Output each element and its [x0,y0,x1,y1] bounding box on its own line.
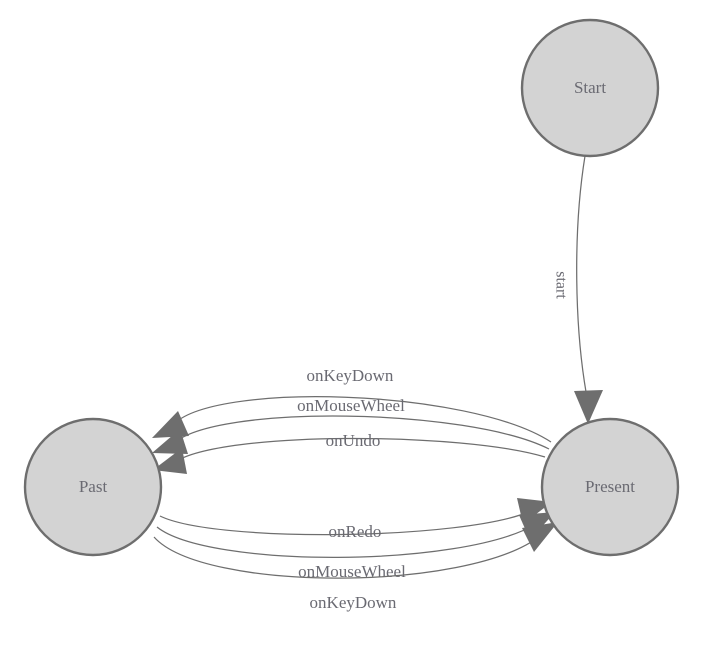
edge-label-past-to-present-onredo: onRedo [329,522,382,541]
edge-present-to-past-onundo-arrowhead [153,448,187,474]
edge-label-past-to-present-onkeydown: onKeyDown [310,593,397,612]
edge-past-to-present-onkeydown-path [153,535,541,579]
node-present[interactable]: Present [540,417,680,557]
node-start[interactable]: Start [520,18,660,158]
node-past-label: Past [79,477,108,496]
edge-present-to-past-onundo[interactable]: onUndo [153,431,546,474]
edge-label-present-to-past-onmousewheel: onMouseWheel [297,396,405,415]
node-present-label: Present [585,477,635,496]
edge-present-to-past-onkeydown-path [171,396,552,443]
edge-present-to-past-onmousewheel[interactable]: onMouseWheel [152,396,550,454]
edge-start-to-present-path [576,155,589,404]
node-present-circle [540,417,680,557]
edge-past-to-present-onredo-path [159,510,532,536]
node-start-label: Start [574,78,606,97]
edge-present-to-past-onmousewheel-arrowhead [152,429,188,454]
edge-past-to-present-onkeydown-arrowhead [522,522,558,552]
edge-label-start: start [552,271,569,299]
edge-label-present-to-past-onkeydown: onKeyDown [307,366,394,385]
edge-past-to-present-onredo[interactable]: onRedo [159,498,552,541]
node-start-circle [520,18,660,158]
edge-past-to-present-onmousewheel-path [156,523,537,558]
edge-label-past-to-present-onmousewheel: onMouseWheel [298,562,406,581]
node-past[interactable]: Past [23,417,163,557]
edge-label-present-to-past-onundo: onUndo [326,431,381,450]
node-past-circle [23,417,163,557]
edge-start-to-present-arrowhead [574,390,603,424]
edge-present-to-past-onkeydown-arrowhead [152,411,189,438]
edge-start-to-present[interactable]: start [552,155,603,424]
edge-present-to-past-onmousewheel-path [172,415,550,450]
edge-past-to-present-onkeydown[interactable]: onKeyDown [153,522,558,612]
edge-present-to-past-onundo-path [174,437,546,463]
